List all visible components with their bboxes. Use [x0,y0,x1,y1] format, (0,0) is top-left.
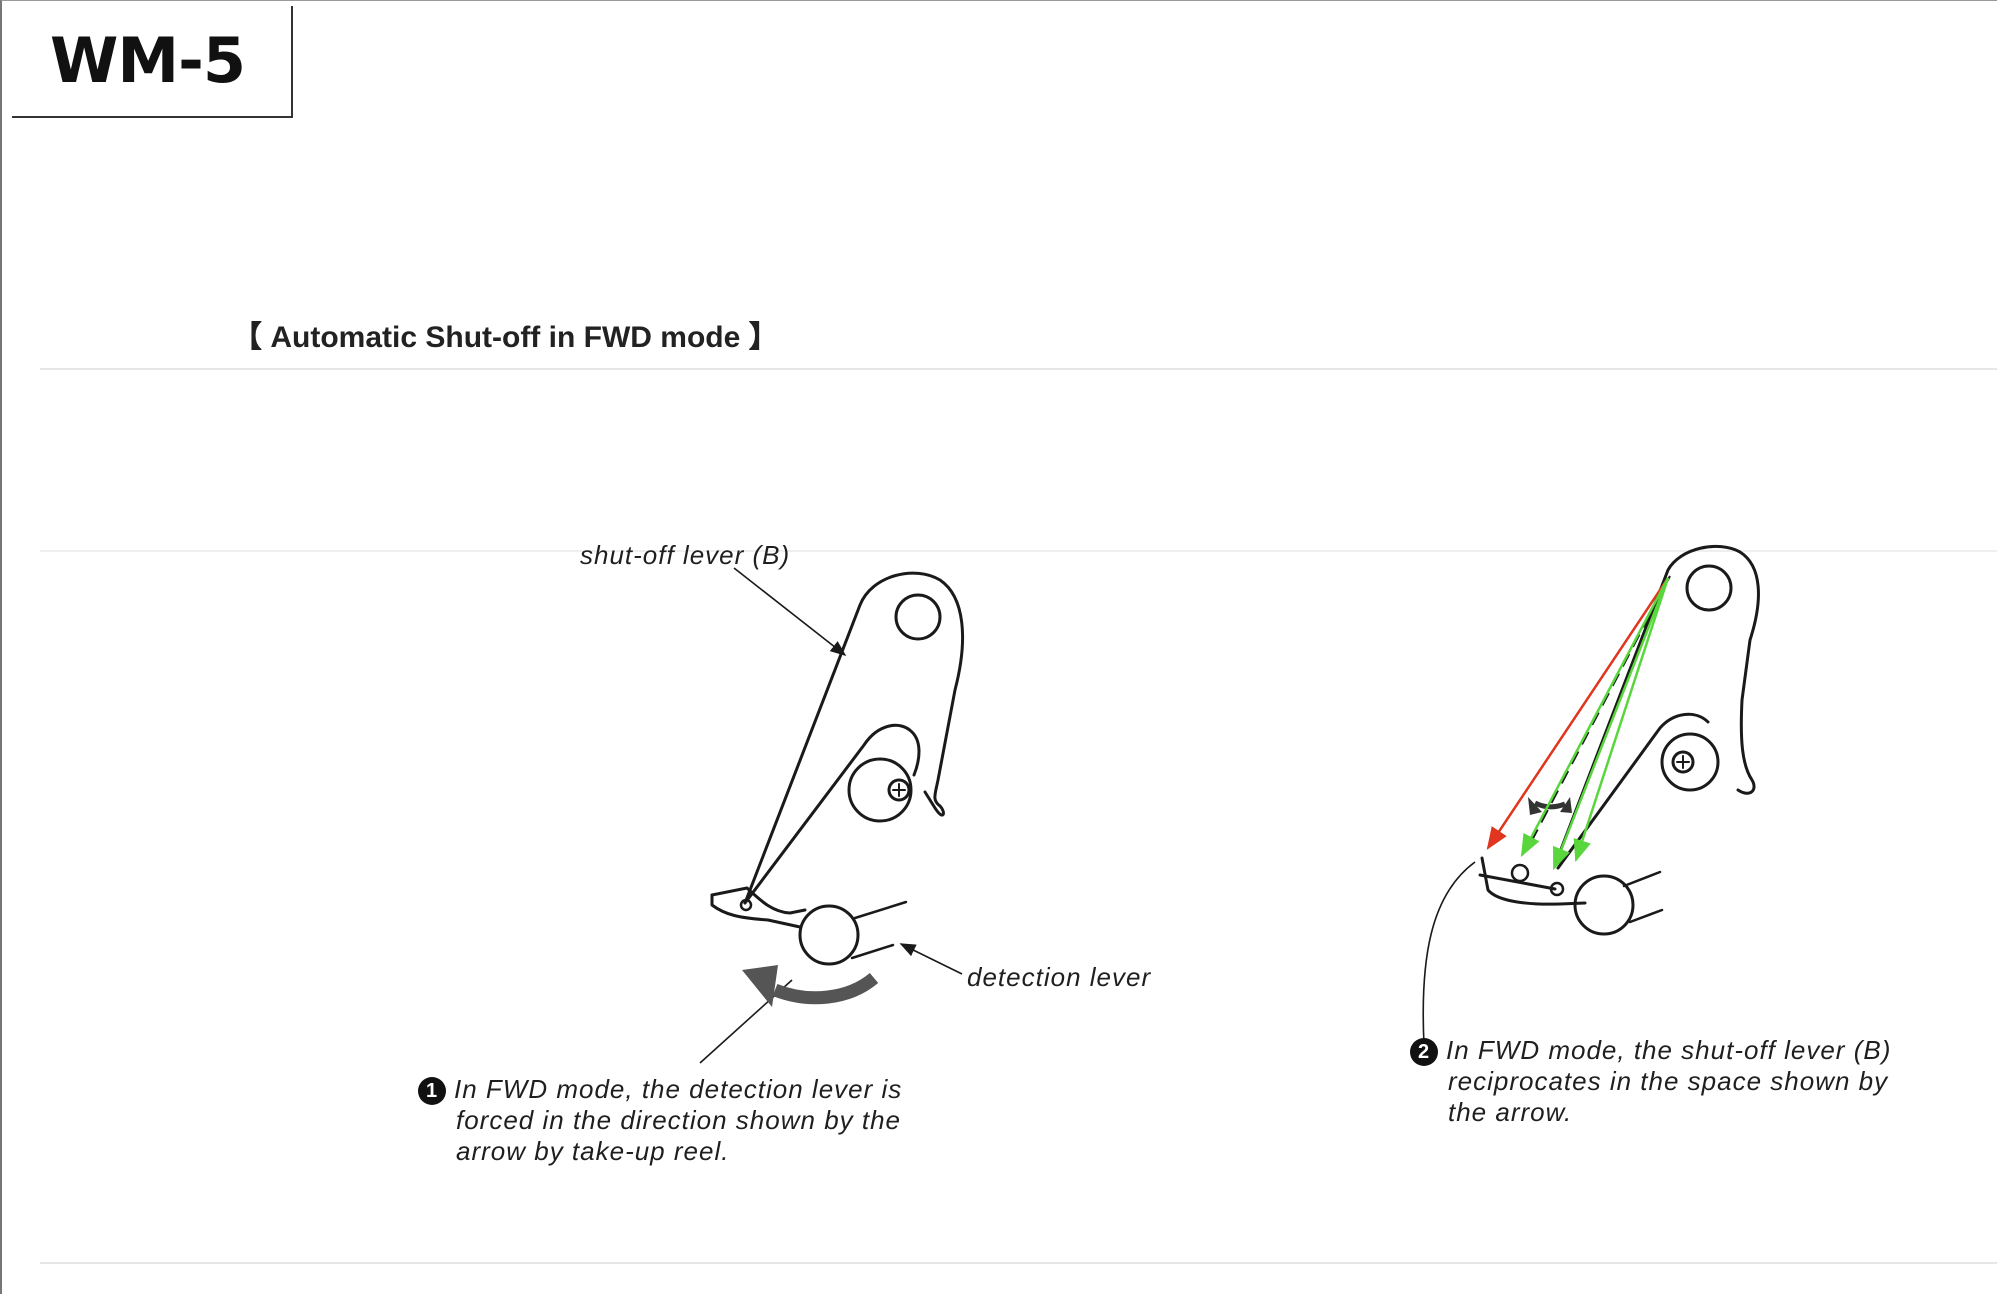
step-1-note: 1 In FWD mode, the detection lever is for… [418,1074,978,1167]
model-label: WM-5 [50,24,246,97]
figure-2-detection-lever [1478,856,1664,936]
figure-1-detection-lever [710,886,908,966]
heading-bracket-open: 【 [232,321,262,354]
figure-1-leader-lines [699,567,963,1064]
step-2-line: the arrow. [1448,1097,1573,1127]
guide-rule [40,368,1997,370]
step-2-note: 2 In FWD mode, the shut-off lever (B) rec… [1410,1035,1970,1128]
step-2-line: reciprocates in the space shown by [1448,1066,1889,1096]
model-box: WM-5 [12,6,293,118]
step-1-line: forced in the direction shown by the [456,1105,902,1135]
figure-1-shutoff-lever [743,571,964,905]
shutoff-lever-label: shut-off lever (B) [580,540,791,570]
section-title: Automatic Shut-off in FWD mode [270,321,741,354]
guide-rule [40,1262,1997,1264]
figure-2-shutoff-lever [1553,544,1760,870]
figure-2-leader-line [1422,861,1476,1046]
guide-rule [40,550,1997,552]
step-1-line: In FWD mode, the detection lever is [454,1074,903,1104]
detection-lever-label: detection lever [967,962,1152,992]
step-1-badge: 1 [418,1077,446,1105]
section-heading: 【 Automatic Shut-off in FWD mode 】 [232,312,779,356]
step-1-line: arrow by take-up reel. [456,1136,730,1166]
heading-bracket-close: 】 [748,321,779,354]
step-2-badge: 2 [1410,1038,1438,1066]
step-2-line: In FWD mode, the shut-off lever (B) [1446,1035,1892,1065]
figure-2-annotation-arrows [1486,577,1670,871]
figure-1-motion-arrow [742,965,879,1007]
